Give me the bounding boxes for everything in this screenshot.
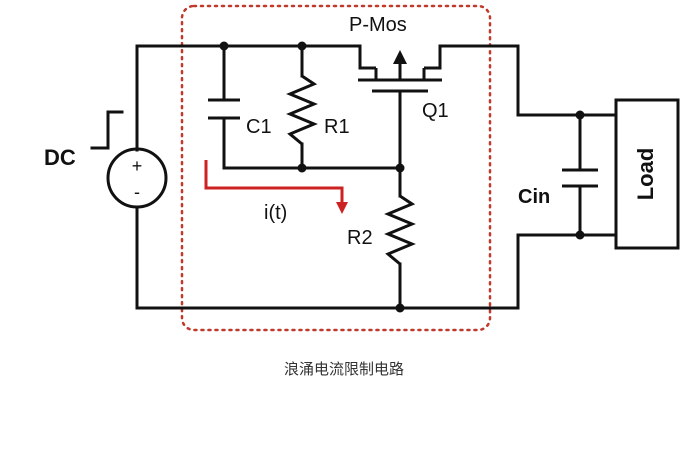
load-box (614, 98, 680, 250)
current-path (204, 160, 344, 205)
top-rail-left (135, 44, 362, 70)
current-arrowhead-icon (336, 202, 348, 214)
capacitor-c1: C1 (208, 98, 272, 138)
r2-zigzag (384, 194, 416, 266)
current-label: i(t) (264, 202, 287, 224)
r2-label: R2 (347, 227, 373, 249)
junction-dot (575, 230, 585, 240)
cin-label: Cin (518, 186, 550, 208)
pmos-q1: P-Mos Q1 (349, 14, 449, 122)
dc-minus-sign: - (134, 182, 140, 202)
mos-arrow-icon (393, 50, 407, 64)
surge-limiter-boundary (180, 4, 492, 332)
wires (135, 44, 618, 310)
capacitor-cin: Cin (518, 168, 598, 208)
junction-dot (297, 163, 307, 173)
top-rail-right (438, 44, 618, 117)
junction-dot (395, 303, 405, 313)
q1-label: Q1 (422, 100, 449, 122)
junction-dot (219, 41, 229, 51)
pmos-label: P-Mos (349, 14, 407, 36)
junction-dots (219, 41, 585, 313)
bottom-rail (135, 233, 618, 310)
load-block: Load (614, 98, 680, 250)
dc-label: DC (44, 145, 76, 170)
dc-plus-sign: + (132, 156, 143, 176)
dc-source: + - DC (44, 110, 168, 209)
resistor-r1: R1 (286, 74, 350, 146)
load-label: Load (633, 148, 658, 201)
dc-source-circle (106, 147, 168, 209)
current-arrow: i(t) (204, 160, 348, 224)
junction-dot (575, 110, 585, 120)
junction-dot (297, 41, 307, 51)
c1-label: C1 (246, 116, 272, 138)
step-symbol (90, 110, 124, 150)
r1-label: R1 (324, 116, 350, 138)
diagram-caption: 浪涌电流限制电路 (284, 360, 404, 378)
r1-zigzag (286, 74, 318, 146)
junction-dot (395, 163, 405, 173)
resistor-r2: R2 (347, 194, 416, 266)
